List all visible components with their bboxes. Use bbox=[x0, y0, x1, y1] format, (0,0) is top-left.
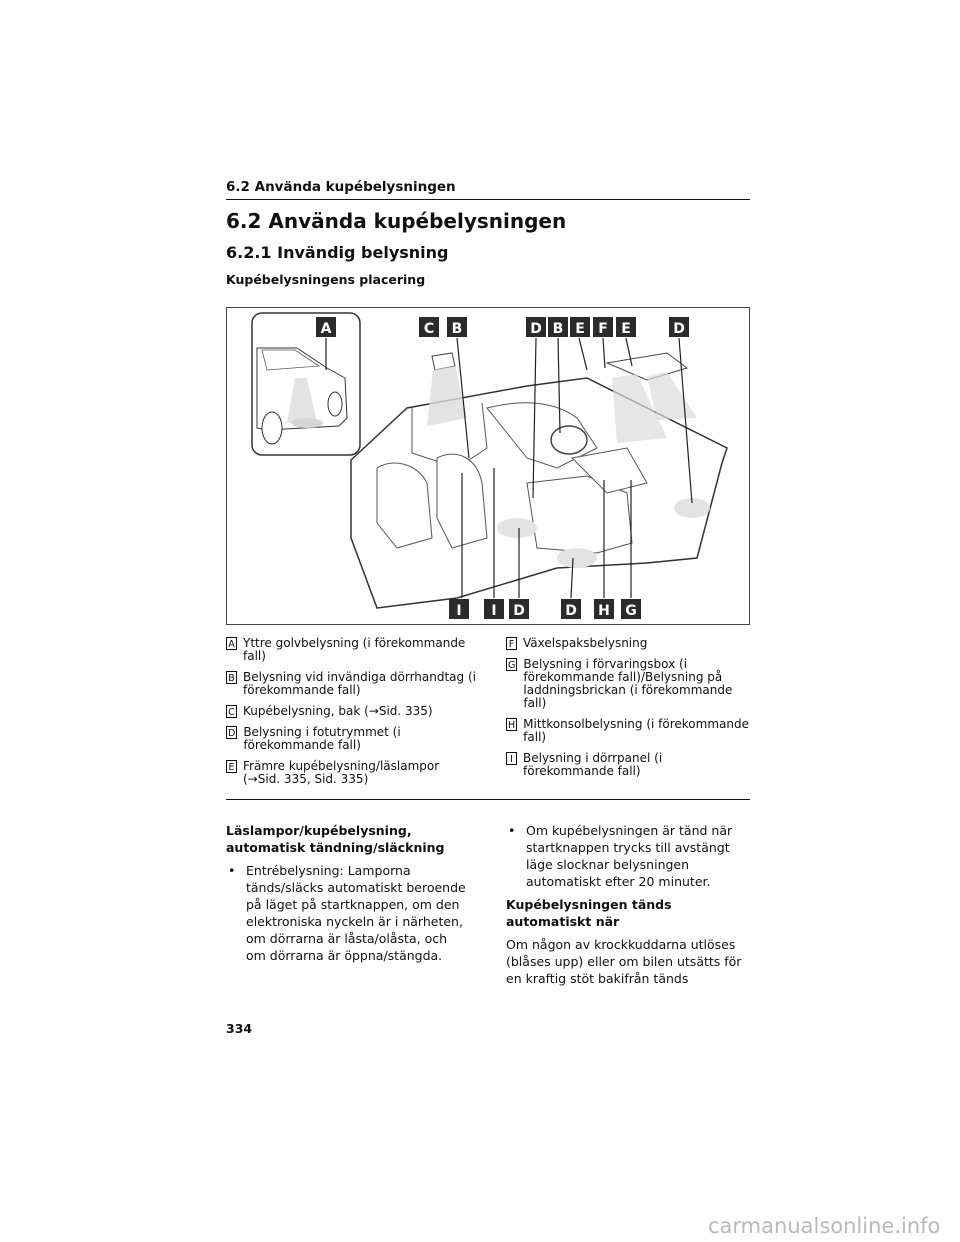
callout-tag-i: I bbox=[484, 599, 504, 619]
auto-on-heading: Kupébelysningen tänds automatiskt när bbox=[506, 897, 672, 929]
legend-item-f: F Växelspaksbelysning bbox=[506, 637, 756, 650]
legend-left: A Yttre golvbelysning (i förekommande fa… bbox=[226, 637, 476, 794]
legend-key: C bbox=[226, 705, 237, 718]
svg-text:B: B bbox=[553, 321, 564, 337]
svg-text:B: B bbox=[452, 321, 463, 337]
callout-tag-b: B bbox=[548, 317, 568, 337]
callout-tag-i: I bbox=[449, 599, 469, 619]
legend-divider bbox=[226, 799, 750, 800]
legend-item-g: G Belysning i förvaringsbox (i förekomma… bbox=[506, 658, 756, 710]
interior-lighting-figure: A C B D B E F E bbox=[226, 307, 750, 625]
svg-text:H: H bbox=[598, 603, 610, 619]
bullet-text: Entrébelysning: Lamporna tänds/släcks au… bbox=[246, 863, 466, 963]
legend-key: H bbox=[506, 718, 518, 731]
subsection-title: 6.2.1 Invändig belysning bbox=[226, 243, 449, 262]
footwell-glow bbox=[674, 498, 710, 518]
svg-text:D: D bbox=[530, 321, 542, 337]
header-divider bbox=[226, 199, 750, 200]
list-item: • Entrébelysning: Lamporna tänds/släcks … bbox=[226, 862, 466, 964]
legend-item-d: D Belysning i fotutrymmet (i förekommand… bbox=[226, 726, 476, 752]
running-head: 6.2 Använda kupébelysningen bbox=[226, 179, 456, 195]
legend-right: F Växelspaksbelysning G Belysning i förv… bbox=[506, 637, 756, 786]
section-title: 6.2 Använda kupébelysningen bbox=[226, 209, 567, 233]
svg-text:I: I bbox=[491, 603, 496, 619]
legend-key: B bbox=[226, 671, 237, 684]
svg-text:D: D bbox=[513, 603, 525, 619]
svg-text:C: C bbox=[424, 321, 434, 337]
legend-text: Belysning i fotutrymmet (i förekommande … bbox=[243, 725, 401, 752]
callout-tag-h: H bbox=[594, 599, 614, 619]
legend-item-a: A Yttre golvbelysning (i förekommande fa… bbox=[226, 637, 476, 663]
legend-item-c: C Kupébelysning, bak (→Sid. 335) bbox=[226, 705, 476, 718]
overhead-console bbox=[605, 352, 689, 381]
legend-key: I bbox=[506, 752, 517, 765]
legend-key: F bbox=[506, 637, 517, 650]
front-dome-beam bbox=[612, 374, 667, 443]
callout-tag-d: D bbox=[509, 599, 529, 619]
callout-tag-e: E bbox=[570, 317, 590, 337]
svg-text:E: E bbox=[621, 321, 631, 337]
legend-text: Kupébelysning, bak (→Sid. 335) bbox=[243, 704, 433, 718]
legend-text: Växelspaksbelysning bbox=[523, 636, 648, 650]
legend-key: D bbox=[226, 726, 238, 739]
legend-text: Främre kupébelysning/läslampor (→Sid. 33… bbox=[243, 759, 440, 786]
legend-key: G bbox=[506, 658, 518, 671]
callout-tag-b: B bbox=[447, 317, 467, 337]
callout-tag-g: G bbox=[621, 599, 641, 619]
list-item: • Om kupébelysningen är tänd när startkn… bbox=[506, 822, 746, 890]
bullet-icon: • bbox=[228, 863, 236, 878]
car-interior-illustration: A C B D B E F E bbox=[251, 312, 728, 619]
callout-tag-f: F bbox=[593, 317, 613, 337]
legend-text: Yttre golvbelysning (i förekommande fall… bbox=[243, 636, 466, 663]
left-column: Läslampor/kupébelysning, automatisk tänd… bbox=[226, 822, 466, 970]
callout-tag-d: D bbox=[561, 599, 581, 619]
bullet-icon: • bbox=[508, 823, 516, 838]
legend-text: Belysning i förvaringsbox (i förekommand… bbox=[523, 657, 733, 710]
svg-text:G: G bbox=[625, 603, 637, 619]
auto-lighting-heading: Läslampor/kupébelysning, automatisk tänd… bbox=[226, 823, 445, 855]
ground-light-beam bbox=[287, 378, 317, 423]
legend-text: Belysning i dörrpanel (i förekommande fa… bbox=[523, 751, 663, 778]
svg-text:D: D bbox=[565, 603, 577, 619]
auto-on-paragraph: Om någon av krockkuddarna utlöses (blåse… bbox=[506, 937, 742, 986]
page-number: 334 bbox=[226, 1021, 253, 1036]
callout-tag-d: D bbox=[526, 317, 546, 337]
legend-item-h: H Mittkonsolbelysning (i förekommande fa… bbox=[506, 718, 756, 744]
watermark: carmanualsonline.info bbox=[708, 1214, 941, 1238]
legend-text: Mittkonsolbelysning (i förekommande fall… bbox=[523, 717, 749, 744]
legend-text: Belysning vid invändiga dörrhandtag (i f… bbox=[243, 670, 476, 697]
right-column: • Om kupébelysningen är tänd när startkn… bbox=[506, 822, 746, 993]
legend-item-b: B Belysning vid invändiga dörrhandtag (i… bbox=[226, 671, 476, 697]
legend-key: E bbox=[226, 760, 237, 773]
legend-item-e: E Främre kupébelysning/läslampor (→Sid. … bbox=[226, 760, 476, 786]
legend-key: A bbox=[226, 637, 237, 650]
svg-text:D: D bbox=[673, 321, 685, 337]
rear-dome-beam bbox=[427, 366, 467, 426]
svg-text:I: I bbox=[456, 603, 461, 619]
callout-tag-e: E bbox=[616, 317, 636, 337]
callout-tag-c: C bbox=[419, 317, 439, 337]
legend-item-i: I Belysning i dörrpanel (i förekommande … bbox=[506, 752, 756, 778]
steering-wheel bbox=[550, 425, 588, 455]
callout-tag-a: A bbox=[316, 317, 336, 337]
callout-tag-d: D bbox=[669, 317, 689, 337]
svg-text:F: F bbox=[598, 321, 608, 337]
svg-text:A: A bbox=[321, 321, 332, 337]
figure-heading: Kupébelysningens placering bbox=[226, 272, 426, 287]
svg-text:E: E bbox=[575, 321, 585, 337]
bullet-text: Om kupébelysningen är tänd när startknap… bbox=[526, 823, 733, 889]
